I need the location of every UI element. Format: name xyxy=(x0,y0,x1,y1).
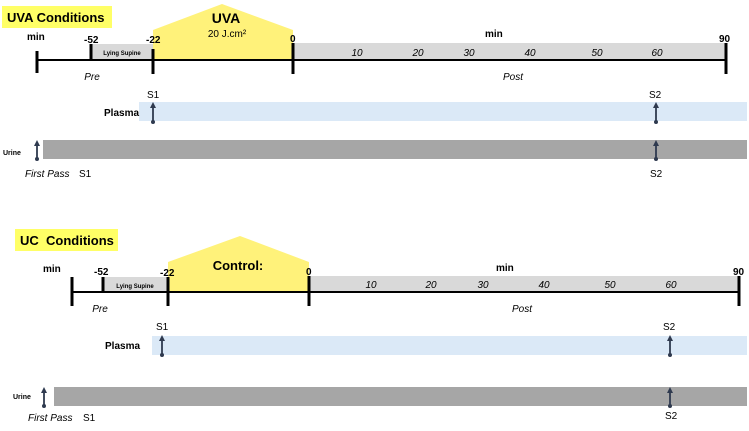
uva-post-tick-20: 20 xyxy=(411,48,424,59)
uva-mark-52: -52 xyxy=(84,35,99,46)
uva-post-tick-50: 50 xyxy=(591,48,603,59)
uc-urine-s1: S1 xyxy=(83,413,96,424)
uc-plasma-s1-arrow-icon xyxy=(159,335,165,357)
uc-exposure-label: Control: xyxy=(213,258,264,273)
uva-first-pass-label: First Pass xyxy=(25,169,69,180)
uc-urine-label: Urine xyxy=(13,394,31,401)
uc-post-tick-60: 60 xyxy=(665,280,677,291)
uva-post-tick-30: 30 xyxy=(463,48,475,59)
uc-panel: UC Conditions Control: Lying Supine min … xyxy=(13,229,747,424)
uc-plasma-s2: S2 xyxy=(663,322,676,333)
uva-post-label: Post xyxy=(503,72,524,83)
uva-urine-s1: S1 xyxy=(79,169,92,180)
uc-post-tick-20: 20 xyxy=(424,280,437,291)
uc-plasma-s2-arrow-icon xyxy=(667,335,673,357)
uva-panel: UVA Conditions UVA 20 J.cm² Lying Supine… xyxy=(2,4,747,180)
uc-exposure-shape xyxy=(168,236,309,292)
uc-unit-right: min xyxy=(496,263,514,274)
uc-pre-label: Pre xyxy=(92,304,108,315)
uva-urine-label: Urine xyxy=(3,150,21,157)
uc-post-label: Post xyxy=(512,304,533,315)
uva-plasma-s1-arrow-icon xyxy=(150,102,156,124)
uc-post-tick-30: 30 xyxy=(477,280,489,291)
uc-plasma-band xyxy=(152,336,747,355)
uva-exposure-dose: 20 J.cm² xyxy=(208,29,247,40)
uva-plasma-label: Plasma xyxy=(104,108,139,119)
uva-unit-right: min xyxy=(485,29,503,40)
uva-supine-label: Lying Supine xyxy=(103,51,141,57)
uc-supine-box xyxy=(103,277,168,292)
uc-mark-52: -52 xyxy=(94,267,109,278)
uc-mark-0: 0 xyxy=(306,267,312,278)
uva-urine-s2: S2 xyxy=(650,169,663,180)
uc-urine-s1-arrow-icon xyxy=(41,387,47,408)
uva-supine-box xyxy=(91,44,153,60)
uc-mark-22: -22 xyxy=(160,268,175,279)
uva-urine-s1-arrow-icon xyxy=(34,140,40,161)
uc-urine-band xyxy=(54,387,747,406)
uc-first-pass-label: First Pass xyxy=(28,413,72,424)
uva-plasma-band xyxy=(139,102,747,121)
uva-unit-left: min xyxy=(27,32,45,43)
uva-mark-22: -22 xyxy=(146,35,161,46)
uc-post-tick-40: 40 xyxy=(538,280,550,291)
uc-title-highlight xyxy=(15,229,118,251)
uva-plasma-s1: S1 xyxy=(147,90,160,101)
uc-post-bar xyxy=(309,276,739,292)
uc-post-tick-50: 50 xyxy=(604,280,616,291)
uva-plasma-s2: S2 xyxy=(649,90,662,101)
uc-supine-label: Lying Supine xyxy=(116,284,154,290)
uva-title-highlight xyxy=(2,6,112,28)
uva-post-tick-60: 60 xyxy=(651,48,663,59)
uc-title: UC Conditions xyxy=(20,233,114,248)
uc-mark-90: 90 xyxy=(733,267,745,278)
uva-urine-band xyxy=(43,140,747,159)
uc-post-tick-10: 10 xyxy=(365,280,377,291)
uva-plasma-s2-arrow-icon xyxy=(653,102,659,124)
uva-exposure-shape xyxy=(153,4,293,60)
uva-exposure-label: UVA xyxy=(212,10,241,26)
uc-plasma-s1: S1 xyxy=(156,322,169,333)
uva-urine-s2-arrow-icon xyxy=(653,140,659,161)
uva-post-tick-40: 40 xyxy=(524,48,536,59)
uc-unit-left: min xyxy=(43,264,61,275)
uc-urine-s2: S2 xyxy=(665,411,678,422)
uva-post-tick-10: 10 xyxy=(351,48,363,59)
uva-title: UVA Conditions xyxy=(7,10,105,25)
uc-plasma-label: Plasma xyxy=(105,341,140,352)
uva-mark-90: 90 xyxy=(719,34,731,45)
uva-mark-0: 0 xyxy=(290,34,296,45)
uc-urine-s2-arrow-icon xyxy=(667,387,673,408)
uva-pre-label: Pre xyxy=(84,72,100,83)
uva-post-bar xyxy=(293,43,726,60)
